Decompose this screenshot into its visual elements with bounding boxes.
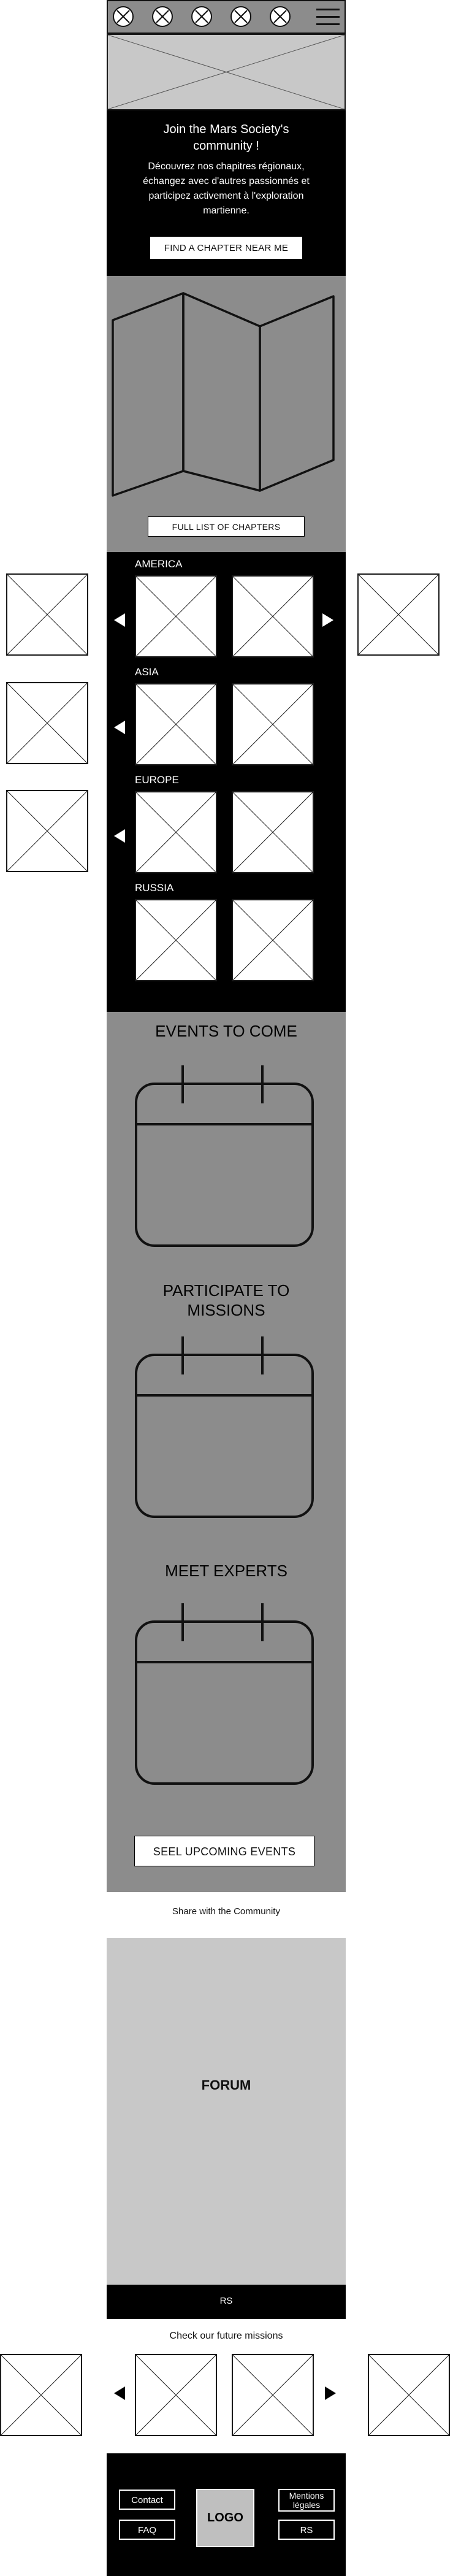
- carousel-side-thumbnail: [6, 573, 88, 656]
- mission-thumbnail: [135, 2354, 217, 2436]
- region-label-asia: ASIA: [135, 666, 159, 678]
- missions-next-icon[interactable]: [325, 2386, 336, 2400]
- events-section: [107, 1012, 346, 1892]
- carousel-prev-icon[interactable]: [114, 613, 125, 627]
- join-title: Join the Mars Society's community !: [163, 123, 289, 153]
- carousel-next-icon[interactable]: [322, 613, 333, 627]
- chapter-thumbnail: [232, 791, 314, 873]
- forum-label: FORUM: [201, 2077, 251, 2093]
- region-label-russia: RUSSIA: [135, 882, 174, 894]
- carousel-side-thumbnail: [6, 682, 88, 764]
- footer-rs-link[interactable]: RS: [278, 2520, 335, 2540]
- chapter-thumbnail: [232, 899, 314, 981]
- footer: Contact FAQ LOGO Mentions légales RS: [107, 2453, 346, 2576]
- nav-placeholder-icon[interactable]: [113, 6, 134, 27]
- forum-panel[interactable]: FORUM: [107, 1938, 346, 2285]
- contact-link[interactable]: Contact: [119, 2490, 175, 2510]
- carousel-prev-icon[interactable]: [114, 829, 125, 843]
- map-section: FULL LIST OF CHAPTERS: [107, 276, 346, 552]
- full-list-chapters-button[interactable]: FULL LIST OF CHAPTERS: [148, 516, 305, 537]
- chapter-thumbnail: [232, 683, 314, 765]
- chapter-thumbnail: [135, 899, 217, 981]
- hamburger-menu-icon[interactable]: [316, 7, 340, 27]
- events-to-come-title: EVENTS TO COME: [155, 1022, 297, 1040]
- join-section: Join the Mars Society's community ! Déco…: [107, 110, 346, 276]
- nav-placeholder-icon[interactable]: [230, 6, 251, 27]
- rs-label: RS: [219, 2296, 233, 2306]
- rs-bar[interactable]: RS: [107, 2285, 346, 2319]
- region-label-america: AMERICA: [135, 558, 183, 570]
- mentions-legales-link[interactable]: Mentions légales: [278, 2489, 335, 2512]
- find-chapter-button[interactable]: FIND A CHAPTER NEAR ME: [150, 236, 303, 259]
- nav-placeholder-icon[interactable]: [270, 6, 291, 27]
- mission-side-thumbnail: [368, 2354, 450, 2436]
- mission-thumbnail: [232, 2354, 314, 2436]
- carousel-side-thumbnail: [357, 573, 440, 656]
- carousel-prev-icon[interactable]: [114, 721, 125, 734]
- meet-experts-title: MEET EXPERTS: [165, 1562, 287, 1580]
- chapter-thumbnail: [232, 575, 314, 657]
- top-nav-bar: [107, 0, 346, 34]
- calendar-icon: [135, 1603, 314, 1785]
- missions-prev-icon[interactable]: [114, 2386, 125, 2400]
- see-upcoming-events-button[interactable]: SEEL UPCOMING EVENTS: [134, 1836, 314, 1866]
- calendar-icon: [135, 1065, 314, 1247]
- mission-side-thumbnail: [0, 2354, 82, 2436]
- nav-placeholder-icon[interactable]: [191, 6, 212, 27]
- nav-placeholder-icon[interactable]: [152, 6, 173, 27]
- participate-missions-title: PARTICIPATE TO MISSIONS: [162, 1281, 290, 1319]
- logo[interactable]: LOGO: [196, 2489, 254, 2547]
- chapter-thumbnail: [135, 683, 217, 765]
- community-heading: Share with the Community: [172, 1906, 280, 1917]
- calendar-icon: [135, 1336, 314, 1518]
- chapter-thumbnail: [135, 575, 217, 657]
- carousel-side-thumbnail: [6, 790, 88, 872]
- folded-map-icon: [112, 292, 335, 497]
- faq-link[interactable]: FAQ: [119, 2520, 175, 2540]
- missions-heading: Check our future missions: [169, 2331, 283, 2341]
- join-description: Découvrez nos chapitres régionaux, échan…: [143, 161, 310, 216]
- hero-image-placeholder: [107, 34, 346, 110]
- region-label-europe: EUROPE: [135, 774, 179, 786]
- chapter-thumbnail: [135, 791, 217, 873]
